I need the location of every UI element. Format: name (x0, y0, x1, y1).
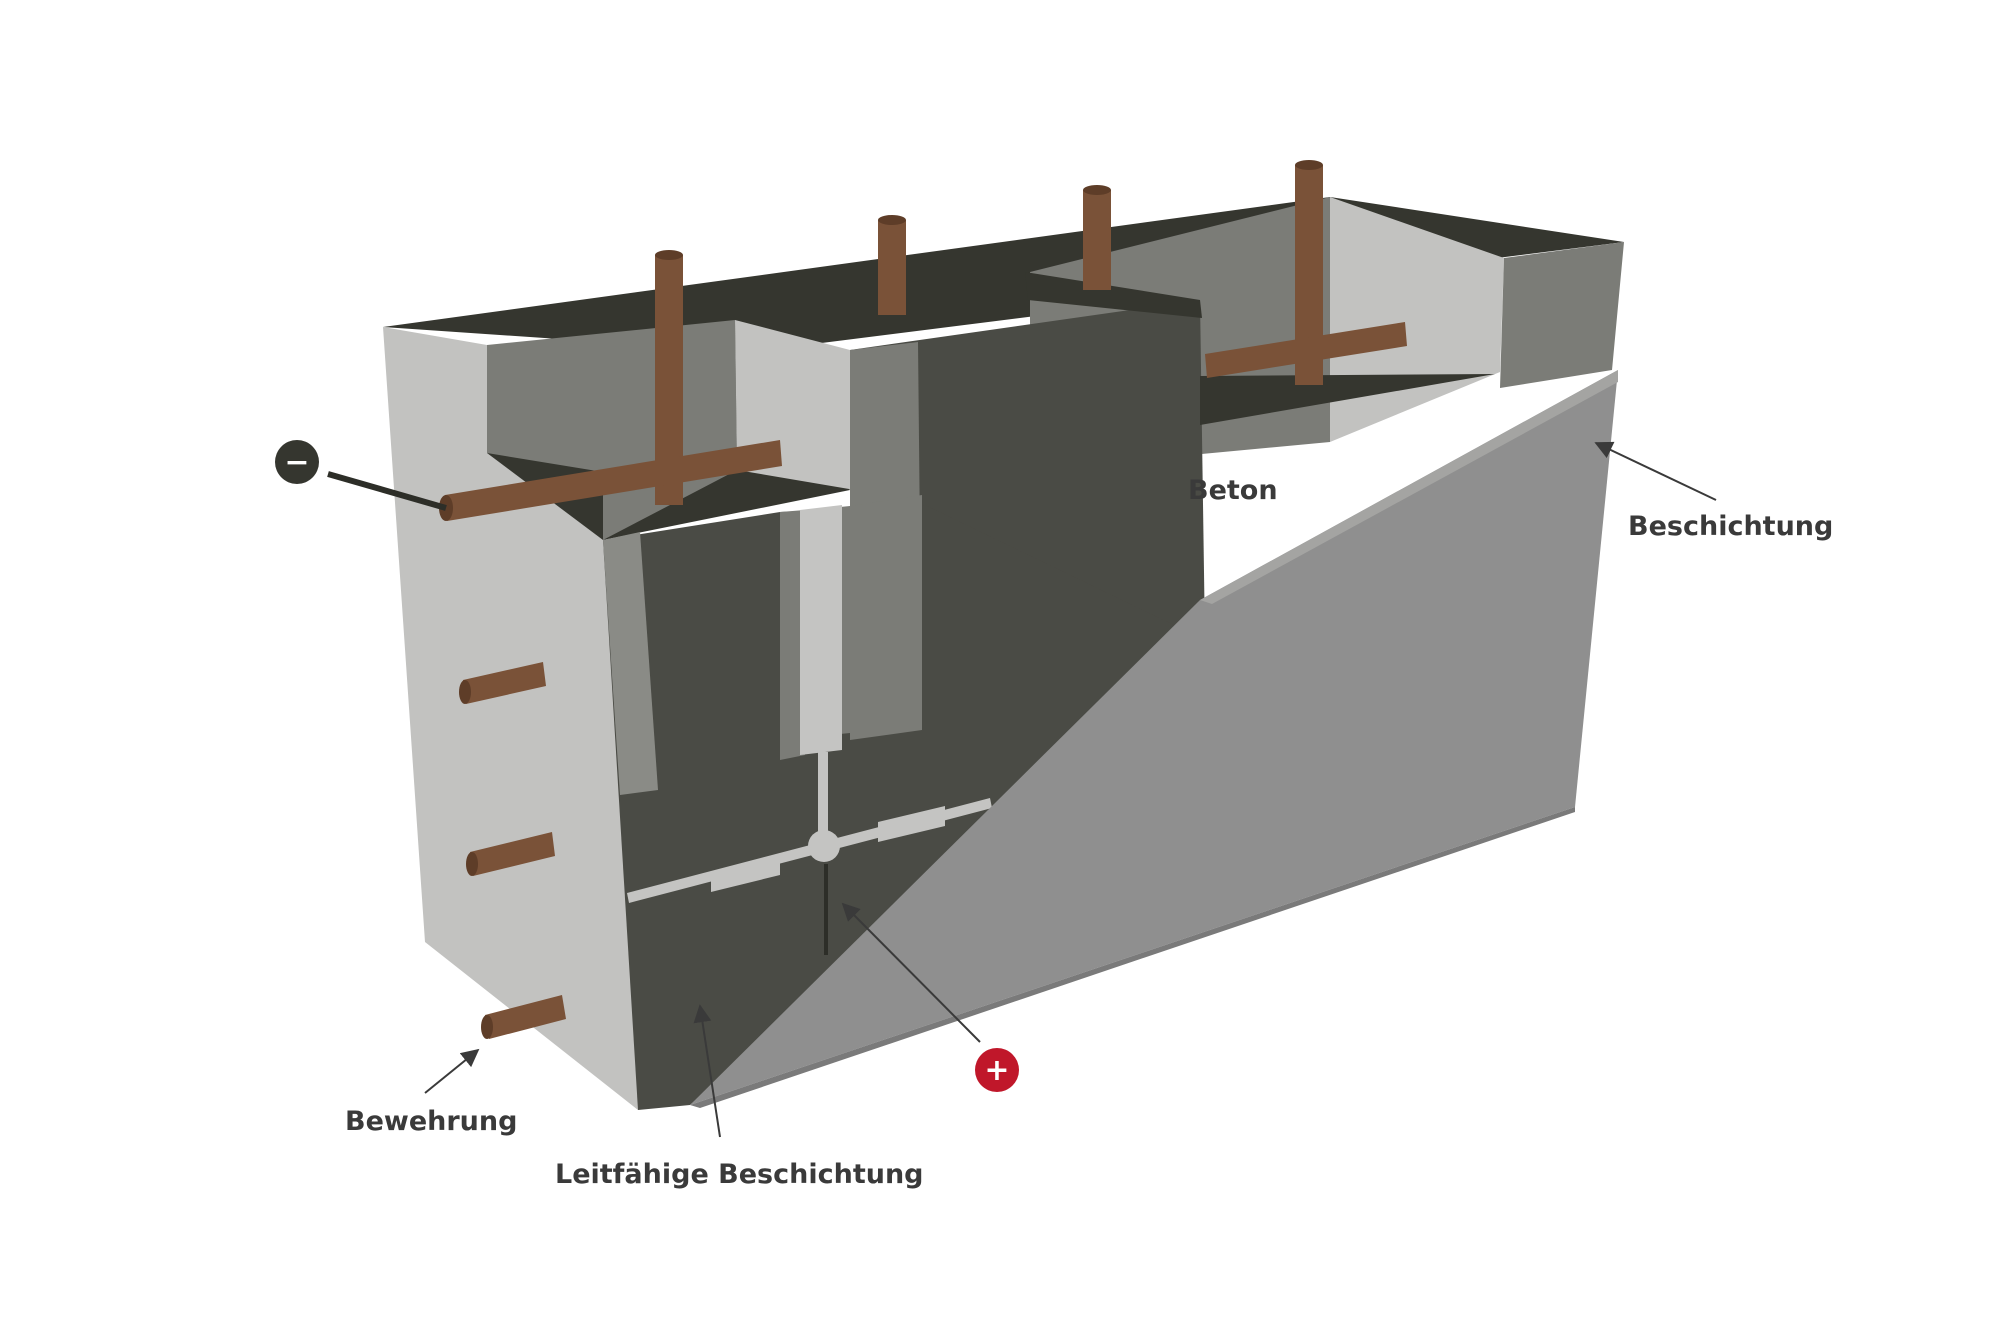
positive-terminal-sign: + (984, 1053, 1009, 1088)
coating-slab (690, 370, 1618, 1105)
rebar-stub-1-end (459, 680, 471, 704)
conductive-node-right (878, 806, 945, 842)
rebar-stub-3-end (481, 1015, 493, 1039)
negative-lead (327, 471, 447, 511)
label-bewehrung: Bewehrung (345, 1106, 517, 1137)
concrete-side-right (1500, 242, 1624, 388)
conductive-strip-vertical (800, 505, 842, 755)
rebar-horizontal-left (445, 440, 782, 521)
inner-pillar-left (603, 532, 658, 795)
positive-arrow (841, 902, 981, 1043)
inner-panel-right (850, 495, 922, 740)
rebar-vertical-2-cap (878, 215, 906, 225)
conductive-coating (627, 505, 992, 903)
notch-floor-right (1200, 374, 1495, 425)
conductive-junction (808, 830, 840, 862)
concrete-face-left (383, 327, 638, 1110)
rebar-vertical-4-cap (1295, 160, 1323, 170)
coating-bottom-edge (690, 807, 1575, 1108)
concrete-front-dark (603, 505, 1205, 1110)
coating-edge (1200, 370, 1618, 604)
arrow-leitfaehige-beschichtung (693, 1004, 721, 1138)
rebar-stub-1 (463, 662, 546, 704)
notch-top-right (1025, 272, 1202, 318)
inner-pillar-center (780, 510, 805, 760)
conductive-node-left (711, 855, 780, 892)
rebar-stub-2 (470, 832, 555, 876)
conductive-wire-vertical (818, 752, 828, 842)
rebar-stub-2-end (466, 852, 478, 876)
rebar-horizontal-right (1205, 322, 1407, 378)
rebar-group (439, 160, 1407, 1039)
label-beton: Beton (1188, 475, 1278, 506)
rebar-stub-3 (485, 995, 566, 1039)
arrow-bewehrung (424, 1048, 480, 1094)
negative-terminal-icon (275, 440, 319, 484)
arrow-beschichtung (1594, 441, 1717, 501)
label-leitfaehige-beschichtung: Leitfähige Beschichtung (555, 1159, 924, 1190)
rebar-vertical-3 (1083, 190, 1111, 290)
positive-terminal-icon (975, 1048, 1019, 1092)
rebar-vertical-2 (878, 220, 906, 315)
negative-terminal-sign: − (284, 445, 309, 480)
rebar-vertical-3-cap (1083, 185, 1111, 195)
rebar-vertical-1-cap (655, 250, 683, 260)
label-beschichtung: Beschichtung (1628, 511, 1833, 542)
